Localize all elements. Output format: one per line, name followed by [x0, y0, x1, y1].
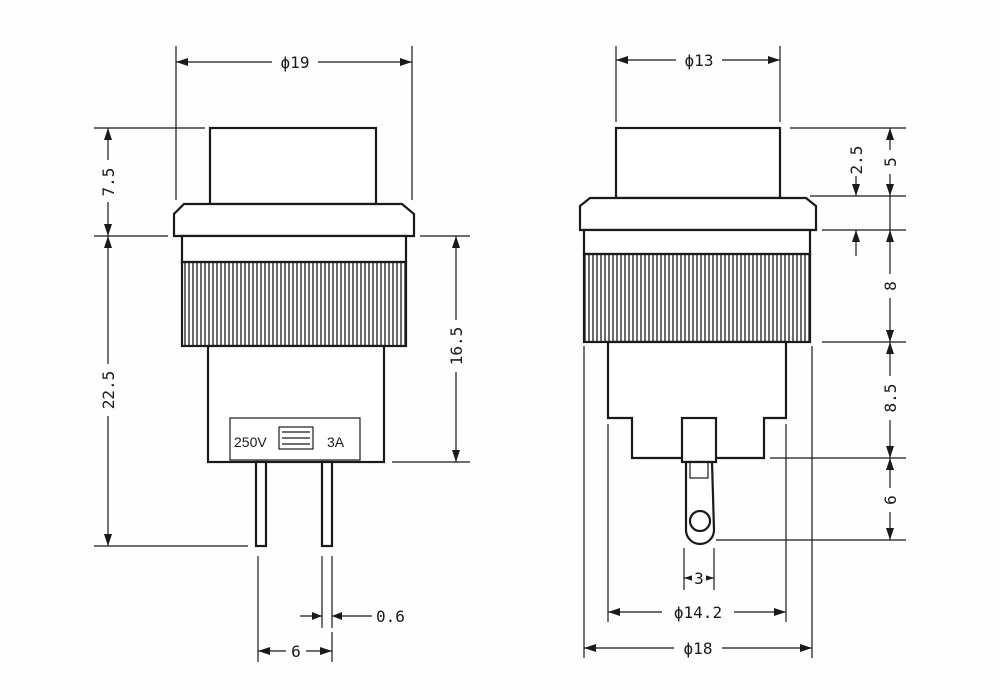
terminal-upper	[680, 416, 718, 464]
dim-ring-height: 8	[881, 281, 900, 291]
dim-lower-body-height: 8.5	[881, 384, 900, 413]
terminal-hole	[688, 509, 712, 533]
dim-pin-spacing: 6	[291, 642, 301, 661]
left-band	[180, 234, 408, 264]
left-pin-1	[254, 460, 268, 548]
label-mark-icon	[278, 426, 314, 450]
current-rating: 3A	[327, 434, 345, 450]
left-pin-2	[320, 460, 334, 548]
dim-hole-width: 3	[694, 569, 704, 588]
right-band	[582, 228, 812, 256]
dim-body-height: 16.5	[447, 327, 466, 366]
dim-cap-h1: 2.5	[847, 146, 866, 175]
left-flange	[172, 202, 416, 238]
dim-terminal-height: 6	[881, 495, 900, 505]
dim-left-top-width: ϕ19	[281, 53, 310, 72]
left-cap	[208, 126, 378, 206]
left-view: 250V 3A ϕ19 7.5 22.5 16.5	[94, 46, 470, 662]
dim-pin-thickness: 0.6	[376, 607, 405, 626]
right-flange	[578, 196, 818, 232]
right-cap	[614, 126, 782, 200]
right-view: ϕ13 2.5 5 8 8.5 6	[578, 46, 906, 658]
dim-body-width: ϕ14.2	[674, 603, 722, 622]
dim-cap-height: 7.5	[99, 168, 118, 197]
right-lower-body	[606, 340, 788, 460]
rating-label-box	[229, 417, 361, 461]
dim-total-height: 22.5	[99, 371, 118, 410]
right-ribbed-ring	[582, 252, 812, 344]
dim-right-cap-width: ϕ13	[685, 51, 714, 70]
dim-cap-h2: 5	[881, 157, 900, 167]
voltage-rating: 250V	[234, 434, 267, 450]
left-ribbed-ring	[180, 260, 408, 348]
dim-flange-width: ϕ18	[684, 639, 713, 658]
